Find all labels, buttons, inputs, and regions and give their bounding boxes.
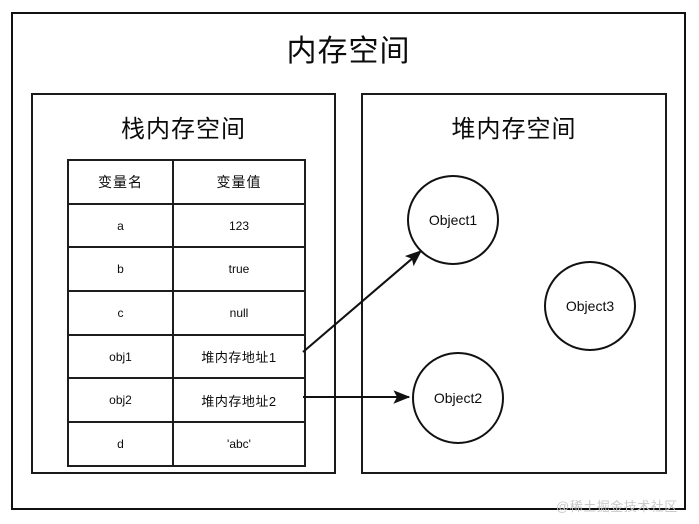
table-row: c null (67, 290, 306, 336)
cell-variable-name: obj2 (67, 377, 174, 424)
heap-object-node-2: Object2 (412, 352, 504, 444)
table-row: d 'abc' (67, 421, 306, 467)
table-row: obj2 堆内存地址2 (67, 377, 306, 424)
page-title: 内存空间 (286, 35, 411, 68)
heap-object-label: Object3 (565, 298, 615, 314)
heap-object-label: Object2 (433, 390, 483, 406)
column-header-variable-name: 变量名 (67, 159, 174, 205)
cell-variable-value: null (172, 290, 306, 336)
stack-variable-table: 变量名 变量值 a 123 b true c null obj1 堆内存地址 (67, 159, 306, 467)
cell-variable-name: b (67, 246, 174, 293)
stack-memory-region: 栈内存空间 变量名 变量值 a 123 b true (31, 93, 336, 474)
stack-region-title: 栈内存空间 (121, 116, 246, 143)
heap-object-node-3: Object3 (544, 261, 636, 351)
cell-variable-value: 堆内存地址2 (172, 377, 306, 424)
cell-variable-value: 堆内存地址1 (172, 333, 306, 380)
cell-variable-name: c (67, 290, 174, 336)
watermark: @稀土掘金技术社区 (556, 499, 678, 514)
table-header-row: 变量名 变量值 (67, 159, 306, 205)
cell-variable-name: obj1 (67, 333, 174, 380)
cell-variable-name: d (67, 421, 174, 467)
cell-variable-name: a (67, 202, 174, 249)
cell-variable-value: true (172, 246, 306, 293)
cell-variable-value: 'abc' (172, 421, 306, 467)
table-row: a 123 (67, 202, 306, 249)
heap-region-title: 堆内存空间 (451, 116, 577, 143)
table-row: obj1 堆内存地址1 (67, 333, 306, 380)
cell-variable-value: 123 (172, 202, 306, 249)
column-header-variable-value: 变量值 (172, 159, 306, 205)
table-row: b true (67, 246, 306, 293)
heap-object-node-1: Object1 (407, 175, 499, 265)
heap-object-label: Object1 (428, 212, 478, 228)
